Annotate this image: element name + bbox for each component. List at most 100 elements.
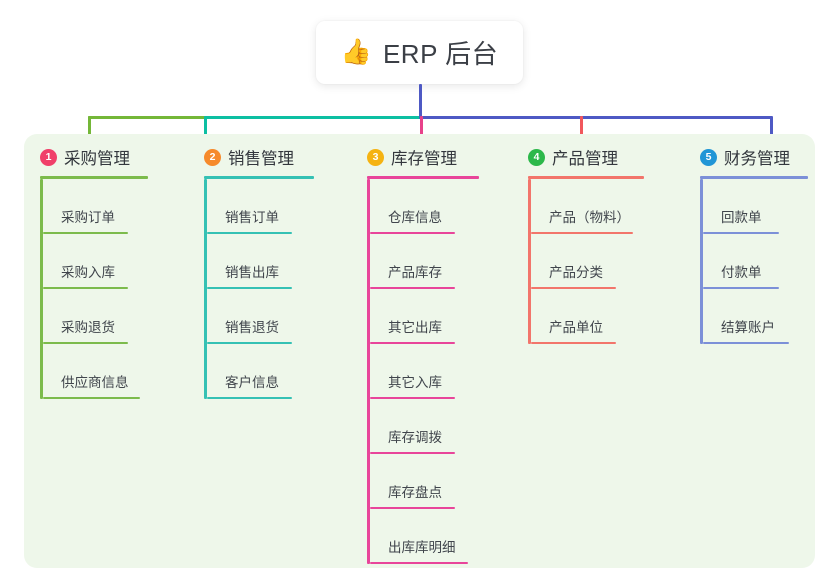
column-header[interactable]: 1 采购管理 [40, 145, 148, 169]
column-underline [528, 176, 644, 179]
list-item[interactable]: 出库库明细 [367, 509, 479, 564]
list-item[interactable]: 库存调拨 [367, 399, 479, 454]
list-item[interactable]: 产品分类 [528, 234, 644, 289]
connector-drop-1 [88, 116, 91, 147]
column-badge: 1 [40, 148, 57, 166]
column-badge: 2 [204, 148, 221, 166]
column-purchasing: 1 采购管理 采购订单 采购入库 采购退货 供应商信息 [40, 145, 148, 399]
column-badge: 3 [367, 148, 384, 166]
list-item-label: 出库库明细 [388, 540, 456, 555]
list-item-label: 产品分类 [549, 265, 603, 280]
list-item-underline [531, 232, 633, 234]
column-spine [40, 179, 43, 399]
list-item-label: 采购入库 [61, 265, 115, 280]
list-item[interactable]: 产品（物料） [528, 179, 644, 234]
column-underline [367, 176, 479, 179]
list-item-label: 付款单 [721, 265, 762, 280]
column-finance: 5 财务管理 回款单 付款单 结算账户 [700, 145, 808, 344]
list-item-label: 供应商信息 [61, 375, 129, 390]
list-item[interactable]: 采购入库 [40, 234, 148, 289]
list-item-label: 产品（物料） [549, 210, 630, 225]
list-item-label: 采购订单 [61, 210, 115, 225]
list-item[interactable]: 销售订单 [204, 179, 314, 234]
list-item-underline [207, 287, 292, 289]
list-item-label: 销售退货 [225, 320, 279, 335]
list-item-underline [43, 342, 128, 344]
list-item[interactable]: 销售退货 [204, 289, 314, 344]
column-inventory: 3 库存管理 仓库信息 产品库存 其它出库 其它入库 库存调拨 [367, 145, 479, 564]
column-items: 采购订单 采购入库 采购退货 供应商信息 [40, 179, 148, 399]
column-badge: 4 [528, 148, 545, 166]
connector-bus-teal [205, 116, 421, 119]
list-item-underline [370, 562, 468, 564]
list-item-underline [370, 232, 455, 234]
list-item-label: 采购退货 [61, 320, 115, 335]
list-item-label: 销售订单 [225, 210, 279, 225]
thumbs-up-icon: 👍 [340, 38, 372, 66]
list-item-label: 回款单 [721, 210, 762, 225]
list-item[interactable]: 结算账户 [700, 289, 808, 344]
list-item[interactable]: 销售出库 [204, 234, 314, 289]
list-item-underline [43, 232, 128, 234]
column-title: 采购管理 [64, 150, 130, 168]
column-title: 库存管理 [391, 150, 457, 168]
list-item[interactable]: 采购退货 [40, 289, 148, 344]
list-item[interactable]: 客户信息 [204, 344, 314, 399]
column-items: 产品（物料） 产品分类 产品单位 [528, 179, 644, 344]
column-items: 回款单 付款单 结算账户 [700, 179, 808, 344]
list-item-underline [370, 287, 455, 289]
list-item[interactable]: 供应商信息 [40, 344, 148, 399]
connector-bus-blue [419, 116, 772, 119]
column-title: 销售管理 [228, 150, 294, 168]
column-header[interactable]: 5 财务管理 [700, 145, 808, 169]
list-item-underline [370, 342, 455, 344]
list-item[interactable]: 库存盘点 [367, 454, 479, 509]
connector-bus-green [88, 116, 206, 119]
column-title: 财务管理 [724, 150, 790, 168]
column-header[interactable]: 3 库存管理 [367, 145, 479, 169]
column-products: 4 产品管理 产品（物料） 产品分类 产品单位 [528, 145, 644, 344]
list-item-label: 产品库存 [388, 265, 442, 280]
list-item-label: 结算账户 [721, 320, 775, 335]
list-item[interactable]: 仓库信息 [367, 179, 479, 234]
list-item[interactable]: 付款单 [700, 234, 808, 289]
list-item-underline [531, 342, 616, 344]
list-item-underline [43, 397, 140, 399]
column-header[interactable]: 2 销售管理 [204, 145, 314, 169]
list-item-label: 其它出库 [388, 320, 442, 335]
column-underline [40, 176, 148, 179]
list-item-underline [703, 342, 789, 344]
list-item-label: 客户信息 [225, 375, 279, 390]
list-item[interactable]: 其它入库 [367, 344, 479, 399]
list-item-label: 仓库信息 [388, 210, 442, 225]
column-badge: 5 [700, 148, 717, 166]
list-item-label: 库存调拨 [388, 430, 442, 445]
root-node-title: ERP 后台 [382, 39, 499, 69]
list-item-underline [703, 287, 779, 289]
list-item-underline [703, 232, 779, 234]
connector-drop-5 [770, 116, 773, 147]
connector-root-stem [419, 84, 422, 119]
connector-drop-3 [420, 116, 423, 147]
list-item[interactable]: 其它出库 [367, 289, 479, 344]
column-spine [204, 179, 207, 399]
list-item-label: 其它入库 [388, 375, 442, 390]
connector-drop-2 [204, 116, 207, 147]
list-item[interactable]: 采购订单 [40, 179, 148, 234]
root-node[interactable]: 👍 ERP 后台 [316, 21, 523, 84]
list-item[interactable]: 回款单 [700, 179, 808, 234]
column-title: 产品管理 [552, 150, 618, 168]
column-underline [204, 176, 314, 179]
diagram-card [24, 134, 815, 568]
list-item-underline [370, 507, 455, 509]
column-spine [367, 179, 370, 564]
list-item-label: 销售出库 [225, 265, 279, 280]
list-item[interactable]: 产品库存 [367, 234, 479, 289]
connector-drop-4 [580, 116, 583, 147]
column-underline [700, 176, 808, 179]
list-item-label: 产品单位 [549, 320, 603, 335]
list-item[interactable]: 产品单位 [528, 289, 644, 344]
column-header[interactable]: 4 产品管理 [528, 145, 644, 169]
column-items: 仓库信息 产品库存 其它出库 其它入库 库存调拨 库存盘点 [367, 179, 479, 564]
